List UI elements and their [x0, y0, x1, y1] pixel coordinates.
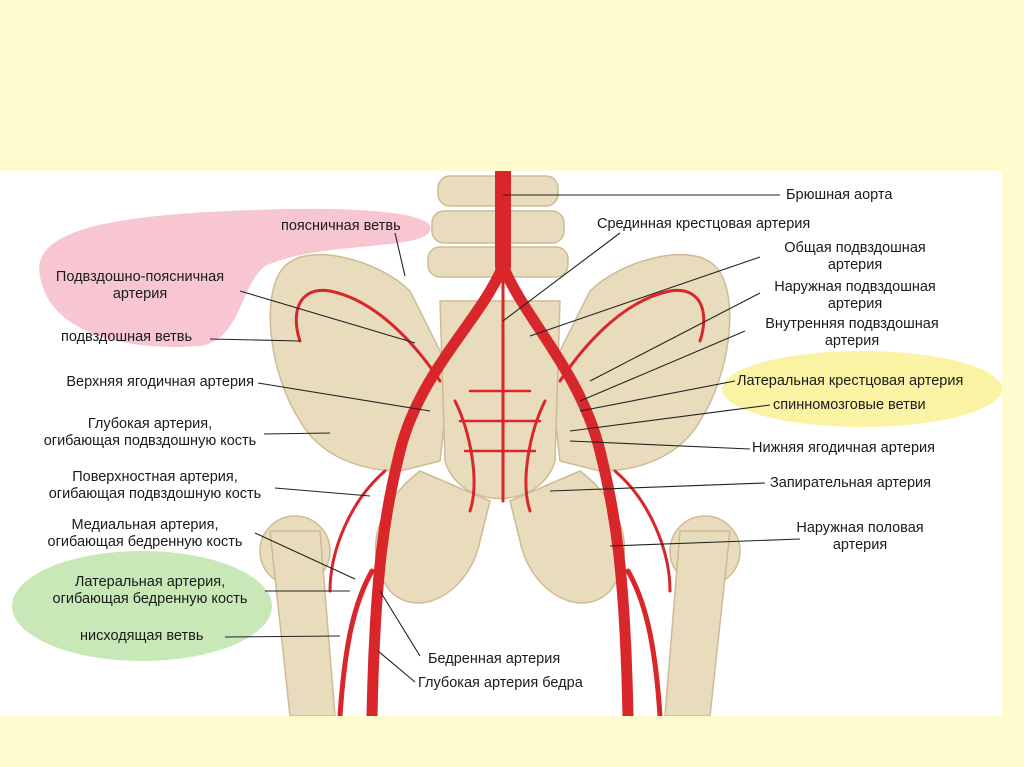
- label-deep-femoral-artery: Глубокая артерия бедра: [418, 675, 583, 691]
- label-iliolumbar-artery: Подвздошно-поясничная артерия: [40, 269, 240, 303]
- label-line: артерия: [112, 286, 168, 302]
- label-line: Наружная половая: [796, 520, 924, 536]
- label-line: Глубокая артерия,: [87, 416, 213, 432]
- label-line: артерия: [832, 537, 888, 553]
- label-line: Латеральная артерия,: [74, 574, 226, 590]
- label-lateral-circumflex-femoral-artery: Латеральная артерия, огибающая бедренную…: [35, 574, 265, 608]
- label-superior-gluteal-artery: Верхняя ягодичная артерия: [66, 374, 254, 390]
- label-line: Внутренняя подвздошная: [765, 316, 939, 332]
- label-line: артерия: [827, 257, 883, 273]
- label-line: артерия: [827, 296, 883, 312]
- label-line: Медиальная артерия,: [71, 517, 219, 533]
- label-obturator-artery: Запирательная артерия: [770, 475, 931, 491]
- label-line: Общая подвздошная: [784, 240, 926, 256]
- label-line: Поверхностная артерия,: [72, 469, 238, 485]
- label-lateral-sacral-artery: Латеральная крестцовая артерия: [737, 373, 964, 389]
- label-superficial-circumflex-iliac-artery: Поверхностная артерия, огибающая подвздо…: [35, 469, 275, 503]
- label-abdominal-aorta: Брюшная аорта: [786, 187, 893, 203]
- highlight-yellow: [722, 351, 1002, 427]
- label-line: огибающая бедренную кость: [47, 534, 243, 550]
- label-deep-circumflex-iliac-artery: Глубокая артерия, огибающая подвздошную …: [35, 416, 265, 450]
- label-lumbar-branch: поясничная ветвь: [281, 218, 401, 234]
- label-inferior-gluteal-artery: Нижняя ягодичная артерия: [752, 440, 936, 456]
- label-femoral-artery: Бедренная артерия: [428, 651, 561, 667]
- arteries: [294, 171, 706, 716]
- label-median-sacral-artery: Срединная крестцовая артерия: [597, 216, 811, 232]
- label-line: огибающая подвздошную кость: [48, 486, 262, 502]
- label-internal-iliac-artery: Внутренняя подвздошная артерия: [752, 316, 952, 350]
- leader-lines: [209, 194, 801, 683]
- highlight-green: [12, 551, 272, 661]
- label-line: Подвздошно-поясничная: [55, 269, 225, 285]
- pelvis-artery-illustration: [12, 171, 1002, 716]
- label-iliac-branch: подвздошная ветвь: [61, 329, 193, 345]
- highlight-pink: [39, 208, 431, 347]
- label-medial-circumflex-femoral-artery: Медиальная артерия, огибающая бедренную …: [35, 517, 255, 551]
- label-line: огибающая подвздошную кость: [43, 433, 257, 449]
- label-external-pudendal-artery: Наружная половая артерия: [780, 520, 940, 554]
- label-descending-branch: нисходящая ветвь: [80, 628, 204, 644]
- label-line: Наружная подвздошная: [774, 279, 936, 295]
- label-line: артерия: [824, 333, 880, 349]
- diagram-panel: Брюшная аорта Срединная крестцовая артер…: [0, 171, 1002, 716]
- label-line: огибающая бедренную кость: [52, 591, 248, 607]
- label-spinal-branches: спинномозговые ветви: [773, 397, 926, 413]
- label-external-iliac-artery: Наружная подвздошная артерия: [760, 279, 950, 313]
- label-common-iliac-artery: Общая подвздошная артерия: [770, 240, 940, 274]
